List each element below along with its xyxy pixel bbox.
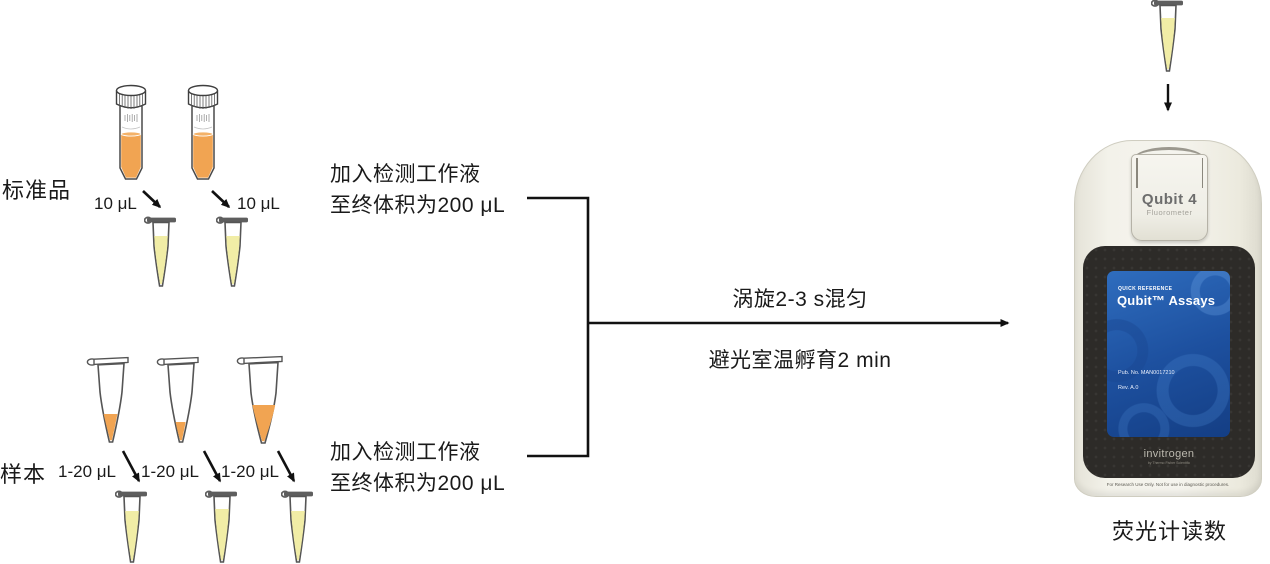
standards-label: 标准品 (2, 178, 72, 203)
lid-title: Qubit 4 (1141, 191, 1198, 208)
arrow-sample-2 (202, 450, 222, 483)
sample-tube-3 (236, 355, 283, 444)
sample-tube-2 (156, 356, 199, 443)
fluorometer-lid: Qubit 4 Fluorometer (1131, 154, 1208, 241)
fluorometer-touchscreen[interactable]: QUICK REFERENCE Qubit™ Assays Pub. No. M… (1107, 271, 1230, 437)
sample-volume-1: 1-20 μL (58, 462, 116, 481)
add-solution-step-top: 加入检测工作液 至终体积为200 μL (330, 159, 505, 221)
lid-hinge-right (1201, 158, 1203, 188)
add-solution-step-bottom: 加入检测工作液 至终体积为200 μL (330, 437, 505, 499)
arrow-sample-1 (121, 450, 141, 483)
screen-title: Qubit™ Assays (1117, 293, 1216, 308)
arrow-standard-2 (211, 190, 231, 209)
invitrogen-logo: invitrogen (1143, 448, 1195, 460)
add-solution-line2: 至终体积为200 μL (330, 194, 506, 217)
standard-tube-2 (187, 84, 219, 180)
vortex-step-label: 涡旋2-3 s混匀 (732, 288, 868, 311)
standard-assay-tube-2 (216, 216, 248, 287)
screen-pub-no: Pub. No. MAN0017210 (1118, 370, 1175, 376)
sample-assay-tube-3 (281, 490, 313, 563)
device-disclaimer: For Research Use Only. Not for use in di… (1106, 482, 1230, 487)
sample-volume-2: 1-20 μL (141, 462, 199, 481)
standard-volume-1: 10 μL (94, 194, 137, 213)
standard-volume-2: 10 μL (237, 194, 280, 213)
incubate-step-label: 避光室温孵育2 min (708, 349, 892, 372)
samples-label: 样本 (0, 462, 47, 487)
add-solution-line1: 加入检测工作液 (330, 163, 481, 186)
arrow-sample-3 (276, 450, 296, 483)
screen-eyebrow: QUICK REFERENCE (1118, 286, 1173, 292)
final-assay-tube (1151, 0, 1183, 72)
sample-assay-tube-1 (115, 490, 147, 563)
add-solution-line2: 至终体积为200 μL (330, 472, 506, 495)
fluorometer-lid-slot (1133, 147, 1205, 160)
merge-bracket (527, 196, 590, 458)
standard-tube-1 (115, 84, 147, 180)
standard-assay-tube-1 (144, 216, 176, 287)
sample-tube-1 (86, 356, 129, 443)
invitrogen-logo-subtext: by Thermo Fisher Scientific (1147, 461, 1191, 465)
add-solution-line1: 加入检测工作液 (330, 441, 481, 464)
screen-rev: Rev. A.0 (1118, 385, 1139, 391)
lid-hinge-left (1136, 158, 1138, 188)
fluorometer-reading-label: 荧光计读数 (1112, 519, 1228, 544)
arrow-standard-1 (142, 190, 162, 209)
sample-assay-tube-2 (205, 490, 237, 563)
sample-volume-3: 1-20 μL (221, 462, 279, 481)
lid-subtitle: Fluorometer (1146, 208, 1193, 217)
